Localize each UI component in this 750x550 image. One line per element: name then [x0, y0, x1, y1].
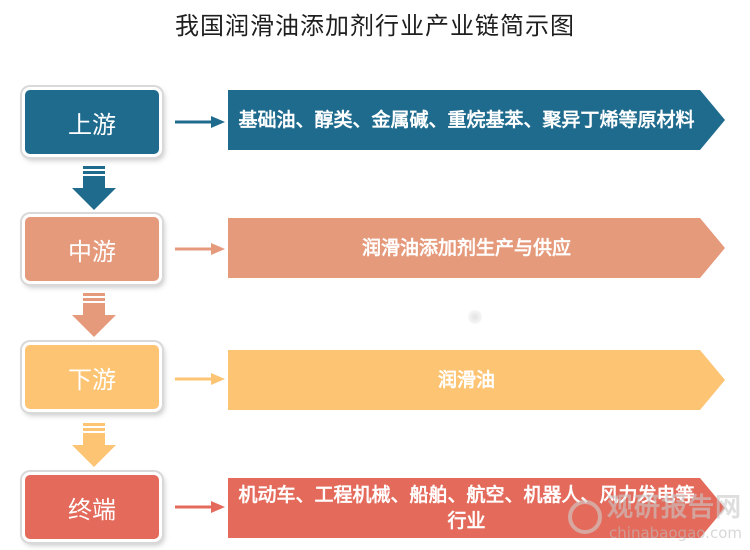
banner-upstream: 基础油、醇类、金属碱、重烷基苯、聚异丁烯等原材料	[228, 90, 725, 150]
down-arrow-2	[72, 293, 116, 337]
watermark-logo-icon	[568, 500, 602, 534]
banner-midstream: 润滑油添加剂生产与供应	[228, 218, 725, 278]
banner-downstream: 润滑油	[228, 350, 725, 410]
watermark-sub-text: chinabaogao.com	[609, 524, 742, 542]
stage-upstream: 上游	[22, 87, 162, 157]
connector-arrow-terminal	[175, 501, 225, 513]
down-arrow-1	[72, 166, 116, 210]
stage-downstream: 下游	[22, 342, 162, 412]
down-arrow-3	[72, 423, 116, 467]
watermark-main-text: 观研报告网	[606, 493, 742, 523]
watermark: 观研报告网 chinabaogao.com	[607, 487, 742, 542]
connector-arrow-midstream	[175, 243, 225, 255]
stage-midstream: 中游	[22, 214, 162, 284]
decorative-dot	[468, 310, 482, 324]
stage-terminal: 终端	[22, 472, 162, 542]
connector-arrow-downstream	[175, 373, 225, 385]
connector-arrow-upstream	[175, 116, 225, 128]
diagram-title: 我国润滑油添加剂行业产业链简示图	[175, 12, 575, 40]
